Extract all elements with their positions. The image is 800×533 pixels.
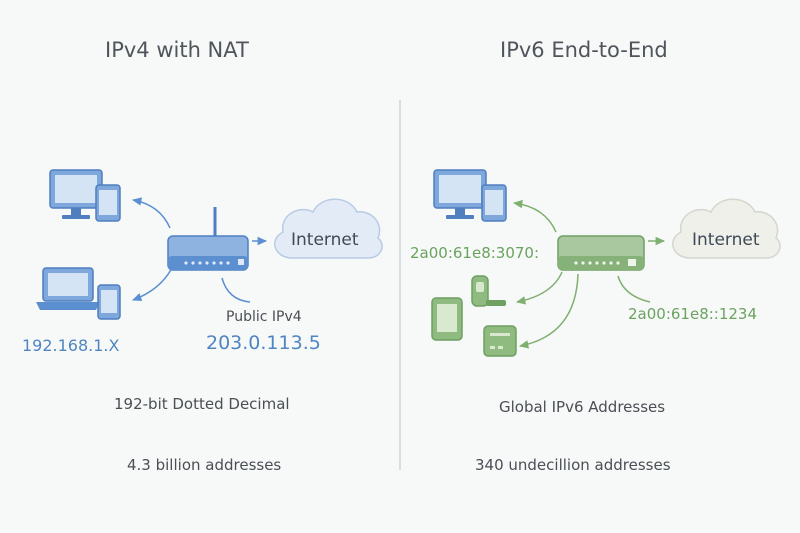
ipv6-title: IPv6 End-to-End [500, 38, 668, 62]
arrow-to-laptop [132, 267, 173, 302]
desktop-icon [49, 169, 103, 219]
arrow-to-desktop [512, 199, 557, 233]
private-ipv4-address: 192.168.1.X [22, 336, 120, 355]
tablet-icon [431, 297, 463, 341]
phone-icon [95, 184, 121, 222]
ipv4-internet-label: Internet [291, 230, 359, 250]
phone-icon [481, 184, 507, 222]
host-link-curve [617, 275, 651, 303]
smart-speaker-icon [471, 275, 506, 307]
ipv6-internet-label: Internet [692, 230, 760, 250]
desktop-icon [433, 169, 487, 219]
cloud-icon [274, 198, 383, 259]
iot-box-icon [483, 325, 517, 357]
ipv6-capacity-caption: 340 undecillion addresses [475, 456, 671, 474]
ipv6-format-caption: Global IPv6 Addresses [499, 398, 666, 416]
ipv4-format-caption: 192-bit Dotted Decimal [114, 395, 290, 413]
public-ipv4-address: 203.0.113.5 [206, 332, 321, 354]
public-link-curve [221, 277, 251, 303]
router-icon [167, 207, 249, 271]
ipv6-host-address: 2a00:61e8::1234 [628, 305, 758, 323]
ipv4-capacity-caption: 4.3 billion addresses [127, 456, 282, 474]
ipv4-title: IPv4 with NAT [105, 38, 249, 62]
cloud-icon [672, 198, 781, 259]
router-icon [557, 235, 645, 271]
arrow-to-desktop [131, 197, 171, 229]
public-ipv4-label: Public IPv4 [226, 309, 302, 325]
phone-icon [97, 284, 121, 320]
arrow-to-speaker [515, 271, 563, 305]
arrow-to-iot [518, 273, 579, 349]
ipv6-prefix-address: 2a00:61e8:3070: [410, 244, 540, 262]
laptop-icon [36, 267, 100, 310]
